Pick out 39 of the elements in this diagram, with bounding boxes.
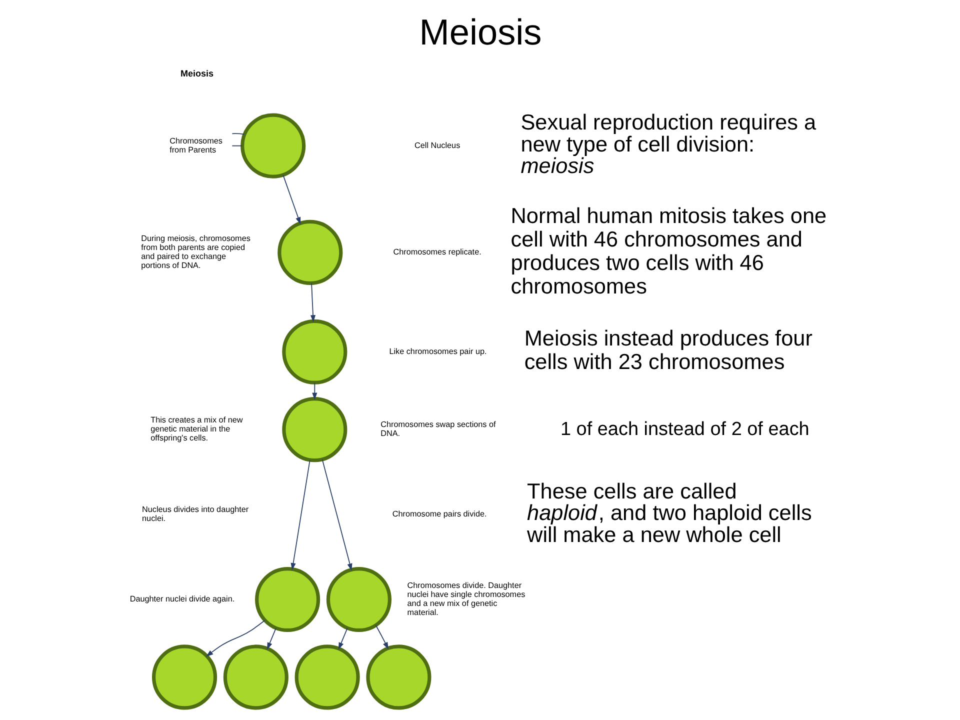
- arrow: [321, 458, 352, 571]
- label: This creates a mix of new genetic material in the offspring's cells.: [150, 416, 242, 443]
- label: During meiosis, chromosomes from both parents are copied and paired to exchange portions of DNA.: [140, 234, 250, 270]
- node-circle: [254, 566, 320, 632]
- arrow: [282, 174, 300, 224]
- label: Daughter nuclei divide again.: [129, 594, 234, 604]
- node-circle: [326, 566, 391, 632]
- label: Chromosomes replicate.: [392, 247, 481, 256]
- node-circle: [294, 644, 360, 710]
- label: Normal human mitosis takes one cell with 46 chromosomes and produces two cells with 46 chromosomes: [510, 202, 826, 298]
- node-circle: [240, 113, 306, 178]
- arrow: [310, 282, 316, 322]
- arrow: [266, 628, 276, 650]
- label: 1 of each instead of 2 of each: [560, 418, 809, 440]
- node-circle: [277, 220, 342, 285]
- label: Sexual reproduction requires a new type of cell division: meiosis: [520, 110, 816, 178]
- label: Chromosomes divide. Daughter nuclei have single chromosomes and a new mix of genetic material.: [406, 580, 525, 618]
- node-circle: [366, 644, 431, 710]
- arrow: [205, 620, 265, 657]
- label: Like chromosomes pair up.: [388, 346, 486, 356]
- node-circle: [151, 644, 217, 710]
- label: Chromosomes swap sections of DNA.: [380, 420, 496, 438]
- arrow: [312, 382, 317, 400]
- label: These cells are called haploid, and two haploid cells will make a new whole cell: [526, 478, 812, 547]
- node-text: Chromosomes from Parents: [169, 136, 222, 154]
- arrow: [338, 628, 348, 650]
- node-circle: [282, 319, 347, 384]
- label: Meiosis instead produces four cells with 23 chromosomes: [524, 326, 812, 374]
- connector: [231, 145, 242, 146]
- connector: [231, 133, 244, 135]
- label: Cell Nucleus: [414, 140, 460, 150]
- node-circle: [282, 397, 347, 462]
- arrow: [374, 624, 388, 650]
- label: Chromosome pairs divide.: [392, 510, 486, 519]
- diagram-title: Meiosis: [418, 12, 542, 53]
- node-circle: [222, 644, 288, 710]
- label: Nucleus divides into daughter nuclei.: [142, 505, 248, 524]
- arrow: [290, 460, 310, 570]
- label: Meiosis: [180, 68, 214, 79]
